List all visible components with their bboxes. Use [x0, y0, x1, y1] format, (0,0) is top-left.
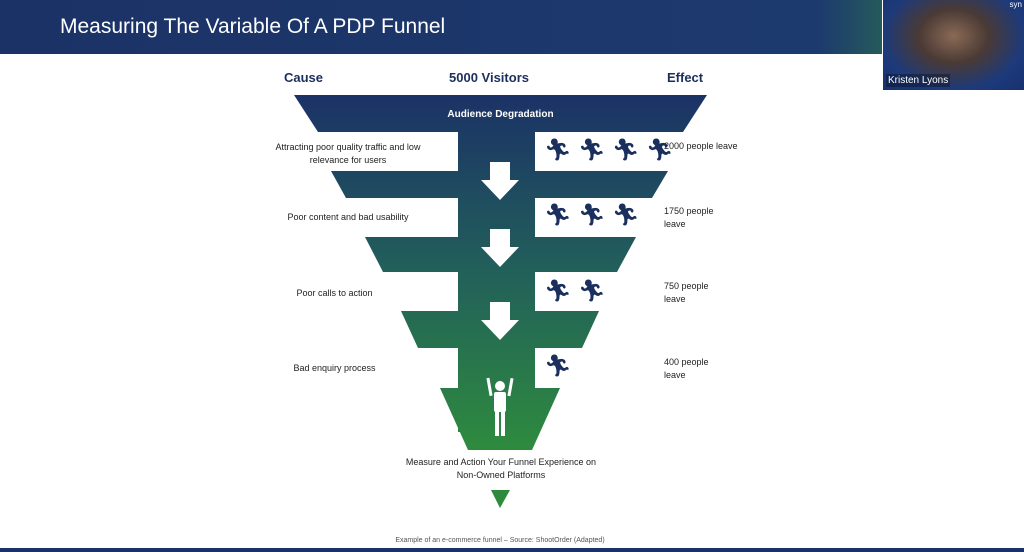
down-arrow-icon — [481, 302, 519, 340]
effect-2: 1750 people leave — [664, 206, 714, 229]
cause-4: Bad enquiry process — [293, 363, 376, 373]
running-person-icon: 🏃︎ — [544, 353, 572, 378]
effect-header: Effect — [667, 70, 704, 85]
participant-name: Kristen Lyons — [886, 74, 951, 87]
running-person-icon: 🏃︎ — [577, 137, 606, 162]
funnel-bottom — [440, 388, 560, 450]
slide-caption: Example of an e-commerce funnel – Source… — [395, 537, 605, 544]
bottom-triangle-icon — [491, 490, 510, 508]
running-person-icon: 🏃︎ — [544, 278, 572, 303]
slide-header: Measuring The Variable Of A PDP Funnel — [0, 0, 1024, 54]
celebrating-person-icon — [486, 377, 514, 436]
bottom-bar — [0, 548, 1024, 552]
running-person-icon: 🏃︎ — [544, 202, 572, 227]
cause-header: Cause — [284, 70, 324, 85]
effect-4: 400 people leave — [664, 357, 709, 380]
running-person-icon: 🏃︎ — [611, 137, 640, 162]
logo-text: syn — [1009, 0, 1022, 9]
cause-3: Poor calls to action — [296, 288, 373, 298]
running-person-icon: 🏃︎ — [645, 137, 674, 162]
cause-1: Attracting poor quality traffic and low … — [275, 142, 421, 165]
running-person-icon: 🏃︎ — [577, 278, 606, 303]
runners-1: 🏃︎🏃︎🏃︎🏃︎ — [544, 137, 674, 163]
running-person-icon: 🏃︎ — [577, 202, 606, 227]
running-person-icon: 🏃︎ — [611, 202, 640, 227]
funnel-top-label: Audience Degradation — [447, 109, 554, 120]
funnel-band-1 — [294, 95, 707, 132]
slide-title: Measuring The Variable Of A PDP Funnel — [60, 15, 446, 38]
runners-4: 🏃︎ — [544, 353, 572, 379]
running-person-icon: 🏃︎ — [544, 137, 572, 162]
outcome-text: Measure and Action Your Funnel Experienc… — [405, 457, 597, 480]
runners-2: 🏃︎🏃︎🏃︎ — [544, 202, 640, 228]
down-arrow-icon — [481, 229, 519, 267]
runners-3: 🏃︎🏃︎ — [544, 278, 606, 304]
effect-1: 2000 people leave — [664, 141, 738, 151]
down-arrow-icon — [481, 162, 519, 200]
effect-3: 750 people leave — [664, 281, 709, 304]
cause-2: Poor content and bad usability — [287, 212, 409, 222]
visitors-header: 5000 Visitors — [449, 70, 529, 85]
participant-video[interactable]: syn Kristen Lyons — [882, 0, 1024, 90]
